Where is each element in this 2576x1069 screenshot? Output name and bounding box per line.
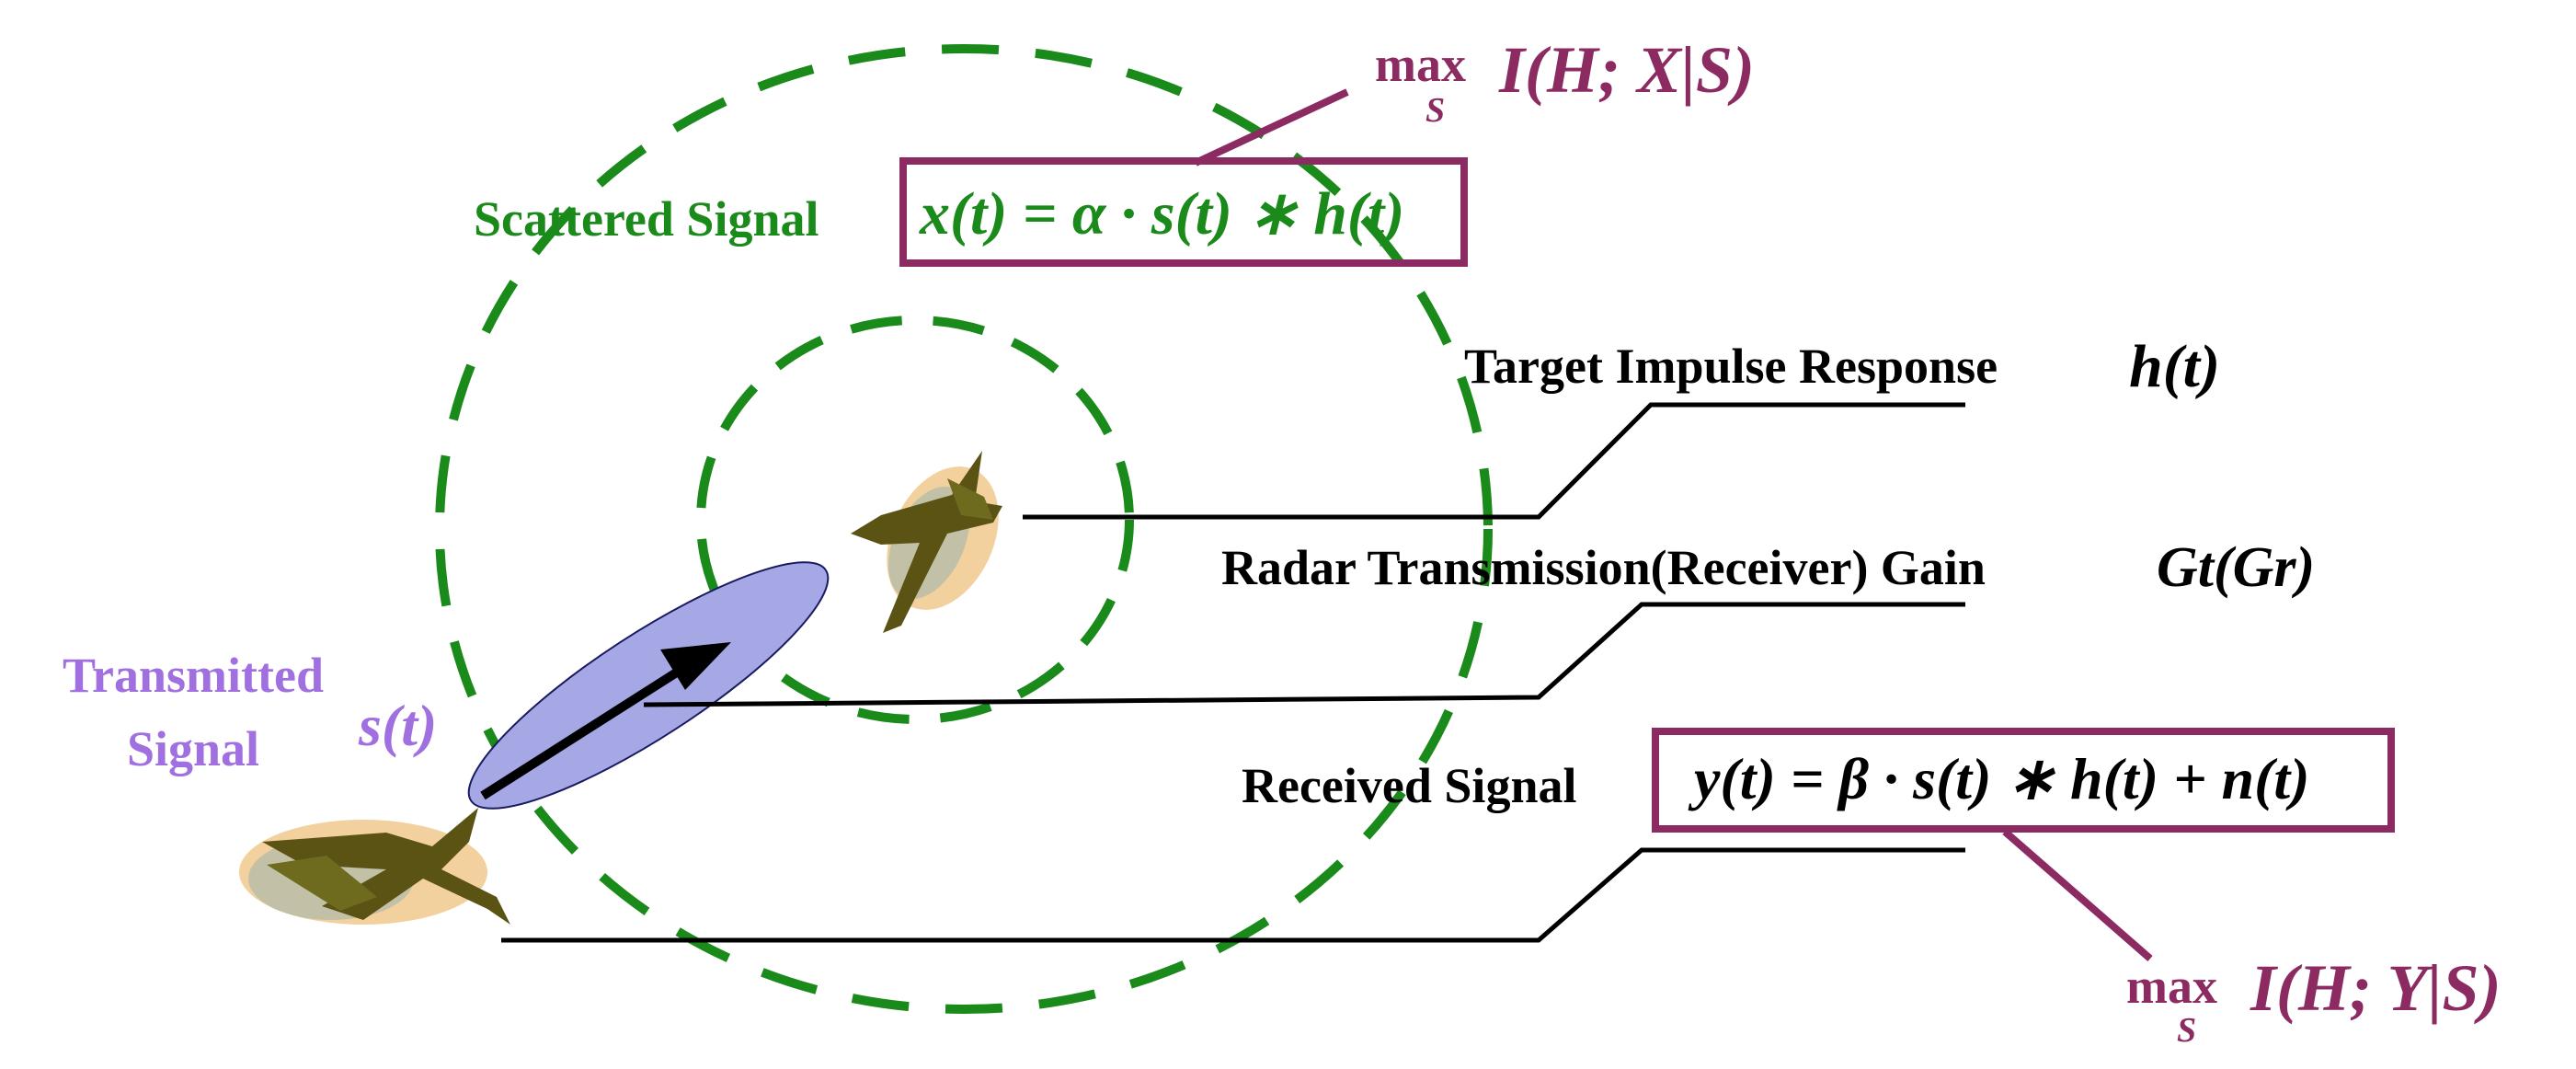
svg-text:S: S bbox=[2177, 1011, 2196, 1050]
direction-arrowhead bbox=[660, 642, 731, 690]
scattered-label: Scattered Signal bbox=[474, 191, 819, 247]
received-equation: y(t) = β · s(t) ∗ h(t) + n(t) bbox=[1688, 746, 2309, 811]
received-equation-box bbox=[1652, 728, 2395, 833]
svg-text:I(H; X|S): I(H; X|S) bbox=[1498, 33, 1755, 107]
gain-label: Radar Transmission(Receiver) Gain bbox=[1221, 540, 1986, 595]
aircraft-icon bbox=[239, 808, 510, 925]
gain-symbol: Gt(Gr) bbox=[2157, 536, 2315, 599]
direction-arrow-icon bbox=[480, 662, 688, 800]
target-ir-symbol: h(t) bbox=[2129, 333, 2220, 400]
svg-text:I(H; Y|S): I(H; Y|S) bbox=[2250, 951, 2502, 1025]
transmitted-label-line2: Signal bbox=[127, 721, 259, 776]
leader-line-aircraft bbox=[501, 847, 1965, 943]
svg-text:S: S bbox=[1425, 91, 1445, 130]
bottom-objective: max S I(H; Y|S) bbox=[2126, 951, 2502, 1050]
scattered-equation: x(t) = α · s(t) ∗ h(t) bbox=[919, 180, 1404, 247]
svg-text:max: max bbox=[2126, 959, 2217, 1014]
leader-line-gain bbox=[643, 602, 1965, 707]
top-objective-connector bbox=[1194, 88, 1349, 167]
top-objective: max S I(H; X|S) bbox=[1375, 33, 1755, 130]
leader-line-target bbox=[1023, 402, 1965, 520]
target-ir-label: Target Impulse Response bbox=[1464, 339, 1998, 394]
inner-propagation-circle bbox=[696, 316, 1134, 724]
received-label: Received Signal bbox=[1242, 758, 1576, 813]
svg-text:max: max bbox=[1375, 37, 1466, 92]
bottom-objective-connector bbox=[2002, 828, 2153, 962]
transmitted-label-line1: Transmitted bbox=[63, 648, 324, 703]
transmitted-symbol: s(t) bbox=[358, 693, 437, 758]
scattered-equation-box bbox=[899, 157, 1468, 267]
outer-propagation-circle bbox=[435, 44, 1493, 1014]
target-aircraft-icon bbox=[851, 451, 1002, 633]
